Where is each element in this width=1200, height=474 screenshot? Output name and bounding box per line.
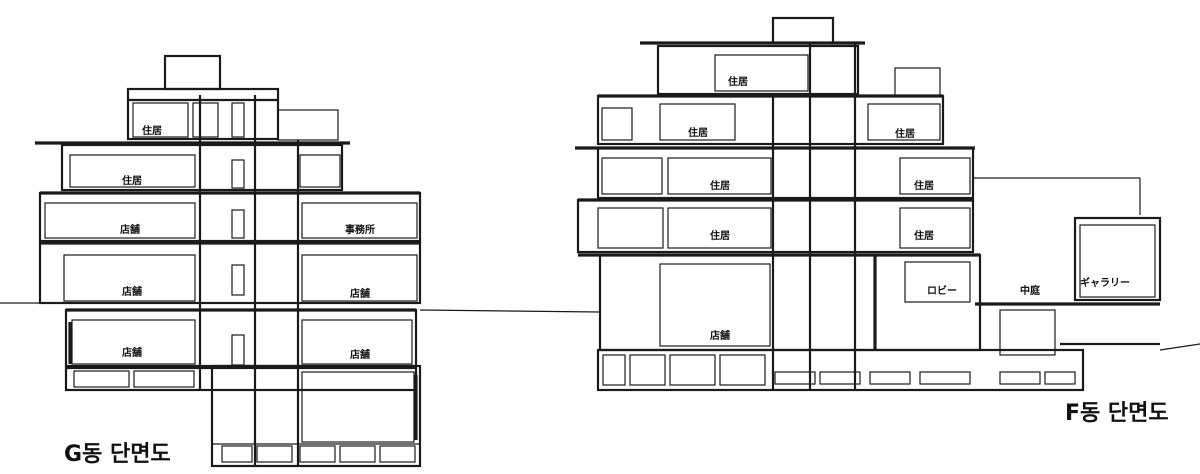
f-label-lobby: ロビー xyxy=(927,284,957,297)
g-label-jimusho: 事務所 xyxy=(345,223,375,236)
f-label-jukyo-c2: 住居 xyxy=(710,179,730,192)
f-section-caption: F동 단면도 xyxy=(1065,401,1169,426)
f-label-jukyo-c3: 住居 xyxy=(710,229,730,242)
f-label-courtyard: 中庭 xyxy=(1020,284,1041,297)
f-label-jukyo-top: 住居 xyxy=(728,75,748,88)
g-building-section xyxy=(35,54,422,468)
g-section-caption: G동 단면도 xyxy=(64,442,171,467)
f-label-jukyo-r1: 住居 xyxy=(895,127,915,140)
g-label-tenpo-2: 店舗 xyxy=(122,285,142,298)
f-label-jukyo-l1: 住居 xyxy=(688,126,708,139)
f-label-tenpo: 店舗 xyxy=(710,329,730,342)
g-label-jukyo-2: 住居 xyxy=(122,174,142,187)
f-label-gallery: ギャラリー xyxy=(1080,276,1130,289)
g-label-tenpo-3: 店舗 xyxy=(350,287,370,300)
g-label-tenpo-1: 店舗 xyxy=(120,223,140,236)
f-label-jukyo-r3: 住居 xyxy=(914,229,934,242)
f-label-jukyo-r2: 住居 xyxy=(914,179,934,192)
f-building-section xyxy=(575,16,1162,392)
g-label-jukyo-top: 住居 xyxy=(142,124,162,137)
g-label-tenpo-4: 店舗 xyxy=(122,346,142,359)
g-label-tenpo-5: 店舗 xyxy=(350,348,370,361)
